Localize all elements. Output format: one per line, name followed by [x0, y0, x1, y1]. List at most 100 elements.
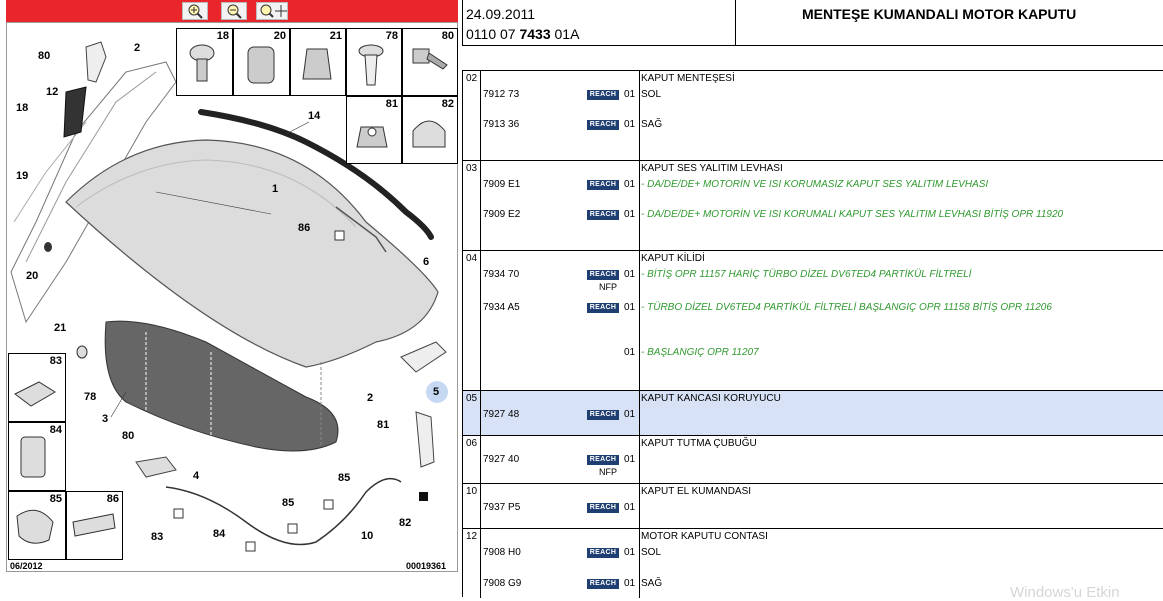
thumb-label: 83	[49, 355, 62, 367]
callout-82[interactable]: 82	[399, 517, 412, 529]
callout-80[interactable]: 80	[38, 50, 51, 62]
reach-badge[interactable]: REACH	[587, 579, 619, 589]
group-number: 10	[466, 486, 478, 497]
column-divider	[639, 484, 640, 529]
callout-85[interactable]: 85	[338, 472, 351, 484]
reach-badge[interactable]: REACH	[587, 270, 619, 280]
zoom-out-button[interactable]	[221, 2, 247, 20]
callout-20[interactable]: 20	[26, 270, 39, 282]
reach-badge[interactable]: REACH	[587, 455, 619, 465]
callout-84[interactable]: 84	[213, 528, 226, 540]
callout-10[interactable]: 10	[361, 530, 374, 542]
reach-badge[interactable]: REACH	[587, 548, 619, 558]
group-title: KAPUT SES YALITIM LEVHASI	[641, 163, 783, 174]
part-thumb-82[interactable]: 82	[402, 96, 458, 164]
part-reference[interactable]: 7909 E2	[483, 209, 521, 220]
nfp-label: NFP	[599, 467, 617, 477]
part-group-03[interactable]: 03 KAPUT SES YALITIM LEVHASI 7909 E1 REACH 0…	[463, 160, 1163, 251]
group-title: KAPUT KİLİDİ	[641, 253, 705, 264]
group-title: KAPUT TUTMA ÇUBUĞU	[641, 438, 757, 449]
part-thumb-80[interactable]: 80	[402, 28, 458, 96]
zoom-in-button[interactable]	[182, 2, 208, 20]
part-thumb-81[interactable]: 81	[346, 96, 402, 164]
part-description: SAĞ	[641, 578, 663, 589]
group-number: 03	[466, 163, 478, 174]
part-quantity: 01	[624, 347, 636, 358]
part-thumb-85[interactable]: 85	[8, 491, 66, 560]
zoom-out-icon	[227, 4, 242, 19]
callout-4[interactable]: 4	[193, 470, 200, 482]
part-quantity: 01	[624, 119, 636, 130]
column-divider	[480, 529, 481, 598]
part-thumb-20[interactable]: 20	[233, 28, 290, 96]
part-reference[interactable]: 7912 73	[483, 89, 520, 100]
thumb-label: 84	[49, 424, 62, 436]
group-number: 12	[466, 531, 478, 542]
column-divider	[480, 391, 481, 436]
callout-14[interactable]: 14	[308, 110, 321, 122]
part-thumb-78[interactable]: 78	[346, 28, 402, 96]
zoom-fit-button[interactable]	[256, 2, 288, 20]
part-thumb-83[interactable]: 83	[8, 353, 66, 422]
part-reference[interactable]: 7937 P5	[483, 502, 521, 513]
header-reference: 0110 07 7433 01A	[466, 26, 579, 42]
hood-illustration	[10, 41, 448, 552]
zoom-fit-icon	[260, 4, 287, 18]
part-description: - TÜRBO DİZEL DV6TED4 PARTİKÜL FİLTRELİ …	[641, 302, 1052, 313]
reach-badge[interactable]: REACH	[587, 410, 619, 420]
nfp-label: NFP	[599, 282, 617, 292]
callout-2[interactable]: 2	[134, 42, 141, 54]
reach-badge[interactable]: REACH	[587, 180, 619, 190]
thumb-label: 80	[441, 30, 454, 42]
callout-85b[interactable]: 85	[282, 497, 295, 509]
reach-badge[interactable]: REACH	[587, 303, 619, 313]
clip-icon	[189, 44, 215, 82]
part-reference[interactable]: 7927 48	[483, 409, 520, 420]
callout-19[interactable]: 19	[16, 170, 29, 182]
callout-86[interactable]: 86	[298, 222, 311, 234]
part-quantity: 01	[624, 209, 636, 220]
callout-80b[interactable]: 80	[122, 430, 135, 442]
part-thumb-86[interactable]: 86	[66, 491, 123, 560]
callout-5[interactable]: 5	[433, 386, 440, 398]
callout-18[interactable]: 18	[16, 102, 29, 114]
part-thumb-21[interactable]: 21	[290, 28, 346, 96]
part-quantity: 01	[624, 269, 636, 280]
callout-78[interactable]: 78	[84, 391, 97, 403]
part-thumb-84[interactable]: 84	[8, 422, 66, 491]
part-reference[interactable]: 7909 E1	[483, 179, 521, 190]
column-divider	[639, 436, 640, 484]
thumb-label: 21	[329, 30, 342, 42]
part-reference[interactable]: 7934 A5	[483, 302, 520, 313]
reach-badge[interactable]: REACH	[587, 503, 619, 513]
diagram-toolbar	[6, 0, 458, 22]
reach-badge[interactable]: REACH	[587, 120, 619, 130]
callout-1[interactable]: 1	[272, 183, 279, 195]
callout-6[interactable]: 6	[423, 256, 430, 268]
part-thumb-18[interactable]: 18	[176, 28, 233, 96]
callout-83[interactable]: 83	[151, 531, 164, 543]
part-reference[interactable]: 7908 G9	[483, 578, 522, 589]
reach-badge[interactable]: REACH	[587, 210, 619, 220]
callout-81[interactable]: 81	[377, 419, 390, 431]
part-reference[interactable]: 7934 70	[483, 269, 520, 280]
part-reference[interactable]: 7913 36	[483, 119, 520, 130]
reach-badge[interactable]: REACH	[587, 90, 619, 100]
exploded-diagram-panel: 18 20 21 78 80 81 82 83 84 85 86	[0, 0, 462, 597]
callout-12[interactable]: 12	[46, 86, 59, 98]
callout-21[interactable]: 21	[54, 322, 67, 334]
page-title: MENTEŞE KUMANDALI MOTOR KAPUTU	[802, 6, 1077, 22]
thumb-label: 85	[49, 493, 62, 505]
ref-suffix: 01A	[550, 26, 580, 42]
part-reference[interactable]: 7927 40	[483, 454, 520, 465]
callout-3[interactable]: 3	[102, 413, 109, 425]
callout-2b[interactable]: 2	[367, 392, 374, 404]
part-reference[interactable]: 7908 H0	[483, 547, 521, 558]
ref-prefix: 0110 07	[466, 26, 520, 42]
